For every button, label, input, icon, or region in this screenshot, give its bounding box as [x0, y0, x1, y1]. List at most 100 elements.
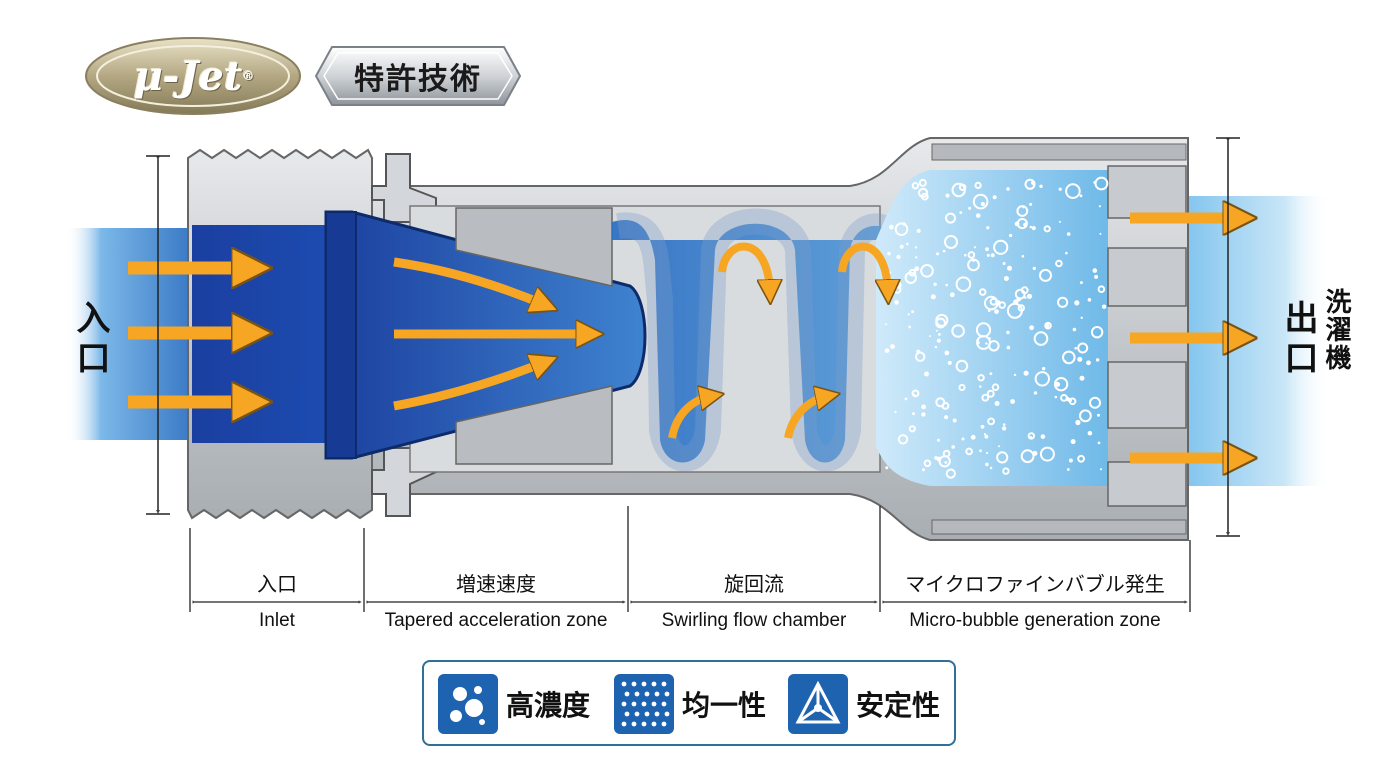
bubble: [935, 397, 946, 408]
zone-dividers: [189, 506, 1191, 612]
bubble: [1044, 321, 1052, 330]
bubble: [1034, 371, 1051, 387]
swirl-arrows: [668, 242, 888, 439]
bubble: [896, 254, 901, 260]
bubble: [958, 383, 966, 392]
bubble: [959, 211, 963, 215]
bubble: [920, 264, 934, 278]
grid-dot: [641, 681, 647, 687]
bubble: [923, 459, 932, 468]
bubble: [987, 417, 995, 426]
bubble: [922, 468, 925, 472]
swirl-wave: [616, 208, 925, 472]
bubble: [1054, 395, 1058, 399]
bubble: [1033, 391, 1038, 395]
bubble: [1075, 419, 1081, 426]
bubble: [985, 462, 989, 467]
bubble: [1020, 286, 1029, 295]
bubble: [911, 182, 920, 190]
bubble-cluster-icon: [438, 674, 498, 734]
bubble: [1065, 183, 1081, 199]
bubble: [1097, 441, 1101, 445]
bubble: [1033, 331, 1049, 346]
zone-swirl-en: Swirling flow chamber: [661, 610, 847, 631]
bubble: [1101, 304, 1107, 309]
bubble: [986, 451, 989, 455]
bubble: [1055, 381, 1061, 387]
zone-accel-en: Tapered acceleration zone: [384, 610, 608, 631]
zone-swirl-jp: 旋回流: [724, 572, 784, 596]
bubble: [908, 425, 916, 433]
bubble: [1079, 375, 1085, 381]
bubble: [934, 456, 938, 460]
bubble: [1013, 373, 1017, 377]
bubble: [918, 187, 929, 198]
bubble: [1099, 468, 1103, 471]
bubble: [1032, 266, 1037, 271]
bubble: [1029, 435, 1032, 439]
bubble: [1031, 180, 1036, 185]
bubble: [1095, 358, 1100, 362]
bubble: [983, 433, 987, 436]
bubble: [994, 401, 1000, 406]
bubble: [904, 397, 908, 401]
bubble: [938, 333, 941, 336]
bubble: [1039, 446, 1055, 462]
bubble: [885, 466, 889, 470]
bubble: [1092, 268, 1098, 273]
bubble: [921, 412, 926, 417]
bubble: [915, 351, 926, 362]
bubble: [1029, 202, 1033, 206]
bubble: [991, 383, 1000, 392]
bubble: [1042, 366, 1046, 371]
grid-dot: [621, 701, 627, 707]
bubble: [1057, 296, 1069, 308]
bubble: [990, 253, 995, 258]
zone-inlet-en: Inlet: [259, 610, 295, 631]
bubble: [1079, 409, 1092, 423]
bubble: [907, 313, 910, 316]
cone-arrow-3: [393, 362, 545, 411]
bubble: [1027, 432, 1036, 440]
bubble: [911, 310, 914, 314]
grid-dot: [651, 681, 657, 687]
bubble: [984, 434, 989, 439]
bubble: [914, 266, 920, 272]
bubble: [894, 410, 897, 414]
bubble: [1039, 268, 1052, 282]
bubble: [986, 389, 995, 398]
bubble: [993, 239, 1009, 255]
swirl-arrow-3: [668, 396, 712, 439]
bubble: [1097, 413, 1100, 417]
bubble: [994, 309, 999, 314]
bubble: [1099, 232, 1102, 235]
bubble: [944, 350, 950, 356]
bubble: [1097, 285, 1106, 294]
bubble: [894, 222, 909, 236]
bubble: [980, 201, 986, 207]
cone-arrow-1: [393, 257, 545, 305]
bubble: [952, 418, 957, 423]
bubble: [916, 228, 921, 233]
bubble: [945, 468, 956, 479]
bubble: [955, 359, 969, 373]
bubble: [942, 249, 946, 253]
bubble: [985, 342, 988, 345]
zone-bubble-jp: マイクロファインバブル発生: [905, 572, 1165, 596]
grid-dot: [641, 721, 647, 727]
washer-side-label: 洗濯機: [1321, 288, 1351, 372]
bubble: [1058, 220, 1061, 223]
bubble: [942, 449, 951, 458]
bubble: [981, 393, 990, 402]
zone-inlet-jp: 入口: [257, 572, 297, 596]
bubble: [1077, 342, 1089, 354]
bubble: [977, 374, 985, 382]
bubble: [936, 252, 940, 256]
feature-label-2: 均一性: [682, 689, 767, 722]
grid-dot: [634, 711, 640, 717]
bubble: [944, 461, 948, 464]
mu-jet-logo: [85, 37, 301, 115]
bubble: [935, 329, 938, 332]
